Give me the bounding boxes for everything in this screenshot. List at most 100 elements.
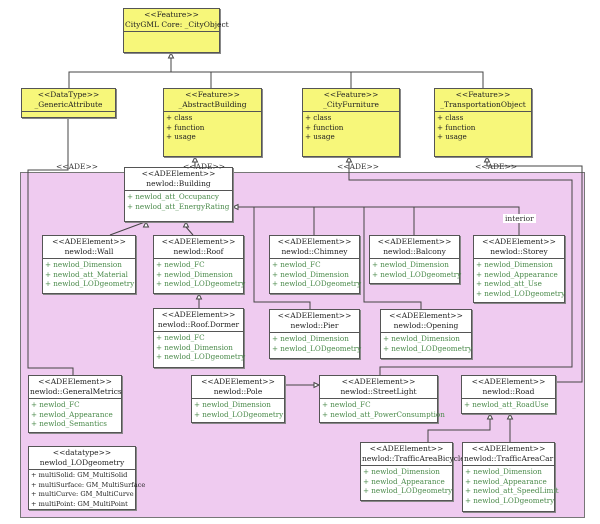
class-building[interactable]: <<ADEElement>>newlod::Building+ newlod_a… <box>124 167 233 222</box>
class-name: newlod::Balcony <box>383 246 446 256</box>
stereotype: <<ADEElement>> <box>471 444 546 453</box>
class-cityobject[interactable]: <<Feature>>CityGML Core: _CityObject <box>123 8 229 53</box>
ade-line <box>486 160 583 383</box>
class-cityfurniture[interactable]: <<Feature>>_CityFurniture+ class+ functi… <box>302 88 400 157</box>
association-line <box>253 207 311 309</box>
generalization-arrow-icon <box>486 412 494 420</box>
ade-label: <<ADE>> <box>475 162 518 171</box>
attribute: + newlod_Appearance <box>363 476 445 486</box>
class-name: newlod::Roof.Dormer <box>157 319 240 329</box>
attribute: + newlod_FC <box>156 333 205 342</box>
attribute: + newlod_att_Material <box>45 269 128 279</box>
class-header: <<Feature>>_TransportationObject <box>435 89 531 112</box>
attribute-list: + newlod_Dimension+ newlod_Appearance+ n… <box>463 466 559 507</box>
attribute: + newlod_att_PowerConsumption <box>322 409 445 419</box>
class-name: newlod::Roof <box>173 246 224 256</box>
association-line <box>238 206 520 235</box>
class-abstractbuilding[interactable]: <<Feature>>_AbstractBuilding+ class+ fun… <box>163 88 262 157</box>
stereotype: <<ADEElement>> <box>482 237 556 246</box>
generalization-arrow-icon <box>182 220 190 228</box>
attribute-list: + newlod_FC+ newlod_att_PowerConsumption <box>320 399 445 420</box>
stereotype: <<ADEElement>> <box>277 311 352 320</box>
class-header: <<ADEElement>>newlod::Storey <box>474 236 564 259</box>
attribute-list: + newlod_FC+ newlod_Appearance+ newlod_S… <box>29 399 121 430</box>
class-header: <<Feature>>CityGML Core: _CityObject <box>124 9 229 32</box>
attribute: + multiSolid: GM_MultiSolid <box>31 471 128 479</box>
class-trafficareabicycle[interactable]: <<ADEElement>>newlod::TrafficAreaBicycle… <box>360 442 465 501</box>
attribute: + multiPoint: GM_MultiPoint <box>31 500 128 509</box>
class-lodgeometry[interactable]: <<datatype>>newlod_LODgeometry+ multiSol… <box>28 446 145 511</box>
generalization-line <box>185 226 194 236</box>
class-header: <<ADEElement>>newlod::Pole <box>192 376 284 399</box>
class-name: newlod::Pole <box>213 386 263 396</box>
class-roofdormer[interactable]: <<ADEElement>>newlod::Roof.Dormer+ newlo… <box>153 308 245 368</box>
attribute-list: + newlod_Dimension+ newlod_LODgeometry <box>381 333 472 354</box>
class-storey[interactable]: <<ADEElement>>newlod::Storey+ newlod_Dim… <box>473 235 565 303</box>
class-chimney[interactable]: <<ADEElement>>newlod::Chimney+ newlod_FC… <box>269 235 361 294</box>
generalization-arrow-icon <box>142 220 150 228</box>
stereotype: <<ADEElement>> <box>369 444 444 453</box>
attribute: + newlod_att_EnergyRating <box>127 201 230 211</box>
attribute-list: + newlod_Dimension+ newlod_Appearance+ n… <box>474 259 565 300</box>
class-header: <<ADEElement>>newlod::TrafficAreaBicycle <box>361 443 465 466</box>
class-trafficareacar[interactable]: <<ADEElement>>newlod::TrafficAreaCar+ ne… <box>462 442 559 512</box>
attribute: + usage <box>166 132 196 142</box>
class-genericattribute[interactable]: <<DataType>>_GenericAttribute <box>21 88 116 118</box>
attribute: + newlod_FC <box>156 260 205 269</box>
stereotype: <<ADEElement>> <box>471 377 546 386</box>
class-header: <<ADEElement>>newlod::Opening <box>381 310 471 333</box>
class-balcony[interactable]: <<ADEElement>>newlod::Balcony+ newlod_Di… <box>369 235 461 284</box>
attribute: + newlod_LODgeometry <box>156 279 246 289</box>
stereotype: <<ADEElement>> <box>341 377 416 386</box>
attribute: + newlod_Dimension <box>156 342 233 352</box>
stereotype: <<DataType>> <box>37 90 100 99</box>
class-road[interactable]: <<ADEElement>>newlod::Road+ newlod_att_R… <box>461 375 556 414</box>
class-roof[interactable]: <<ADEElement>>newlod::Roof+ newlod_FC+ n… <box>153 235 246 294</box>
stereotype: <<Feature>> <box>144 10 199 19</box>
stereotype: <<Feature>> <box>455 90 511 99</box>
attribute: + newlod_att_Occupancy <box>127 192 219 201</box>
attribute-list <box>124 32 219 34</box>
class-streetlight[interactable]: <<ADEElement>>newlod::StreetLight+ newlo… <box>319 375 445 423</box>
generalization-arrow-icon <box>191 155 199 163</box>
class-generalmetrics[interactable]: <<ADEElement>>newlod::GeneralMetrics+ ne… <box>28 375 122 433</box>
attribute-list: + multiSolid: GM_MultiSolid+ multiSurfac… <box>29 470 145 511</box>
class-header: <<datatype>>newlod_LODgeometry <box>29 447 135 470</box>
attribute-list: + newlod_Dimension+ newlod_LODgeometry <box>192 399 284 420</box>
association-line <box>363 207 422 309</box>
class-name: newlod::Building <box>146 178 211 188</box>
attribute-list: + newlod_Dimension+ newlod_Appearance+ n… <box>361 466 452 497</box>
stereotype: <<ADEElement>> <box>141 169 216 178</box>
attribute: + newlod_att_SpeedLimit <box>465 486 559 496</box>
class-header: <<ADEElement>>newlod::Building <box>125 168 232 191</box>
attribute: + newlod_att_RoadUse <box>464 400 549 409</box>
class-opening[interactable]: <<ADEElement>>newlod::Opening+ newlod_Di… <box>380 309 472 359</box>
attribute: + newlod_FC <box>322 400 371 409</box>
class-transportationobject[interactable]: <<Feature>>_TransportationObject+ class+… <box>434 88 532 157</box>
attribute-list: + newlod_Dimension+ newlod_LODgeometry <box>270 333 362 354</box>
class-name: newlod::StreetLight <box>340 386 417 396</box>
ade-label: <<ADE>> <box>183 162 226 171</box>
attribute: + newlod_Dimension <box>363 467 440 476</box>
attribute: + function <box>166 122 205 132</box>
attribute: + newlod_att_Use <box>476 279 542 289</box>
stereotype: <<ADEElement>> <box>38 377 112 386</box>
attribute-list: + newlod_att_RoadUse <box>462 399 555 411</box>
attribute: + newlod_LODgeometry <box>363 486 453 496</box>
stereotype: <<ADEElement>> <box>161 310 236 319</box>
class-pier[interactable]: <<ADEElement>>newlod::Pier+ newlod_Dimen… <box>269 309 362 359</box>
attribute: + newlod_LODgeometry <box>45 279 135 289</box>
class-header: <<ADEElement>>newlod::TrafficAreaCar <box>463 443 554 466</box>
class-pole[interactable]: <<ADEElement>>newlod::Pole+ newlod_Dimen… <box>191 375 285 423</box>
class-wall[interactable]: <<ADEElement>>newlod::Wall+ newlod_Dimen… <box>42 235 136 294</box>
attribute: + newlod_LODgeometry <box>272 343 362 353</box>
stereotype: <<datatype>> <box>52 448 112 457</box>
attribute-list: + newlod_FC+ newlod_Dimension+ newlod_LO… <box>154 332 245 363</box>
class-header: <<ADEElement>>newlod::Road <box>462 376 555 399</box>
class-header: <<DataType>>_GenericAttribute <box>22 89 115 112</box>
class-name: newlod_LODgeometry <box>39 457 125 467</box>
attribute: + newlod_Dimension <box>45 260 122 269</box>
generalization-arrow-icon <box>345 155 353 163</box>
attribute-list: + newlod_FC+ newlod_Dimension+ newlod_LO… <box>154 259 246 290</box>
